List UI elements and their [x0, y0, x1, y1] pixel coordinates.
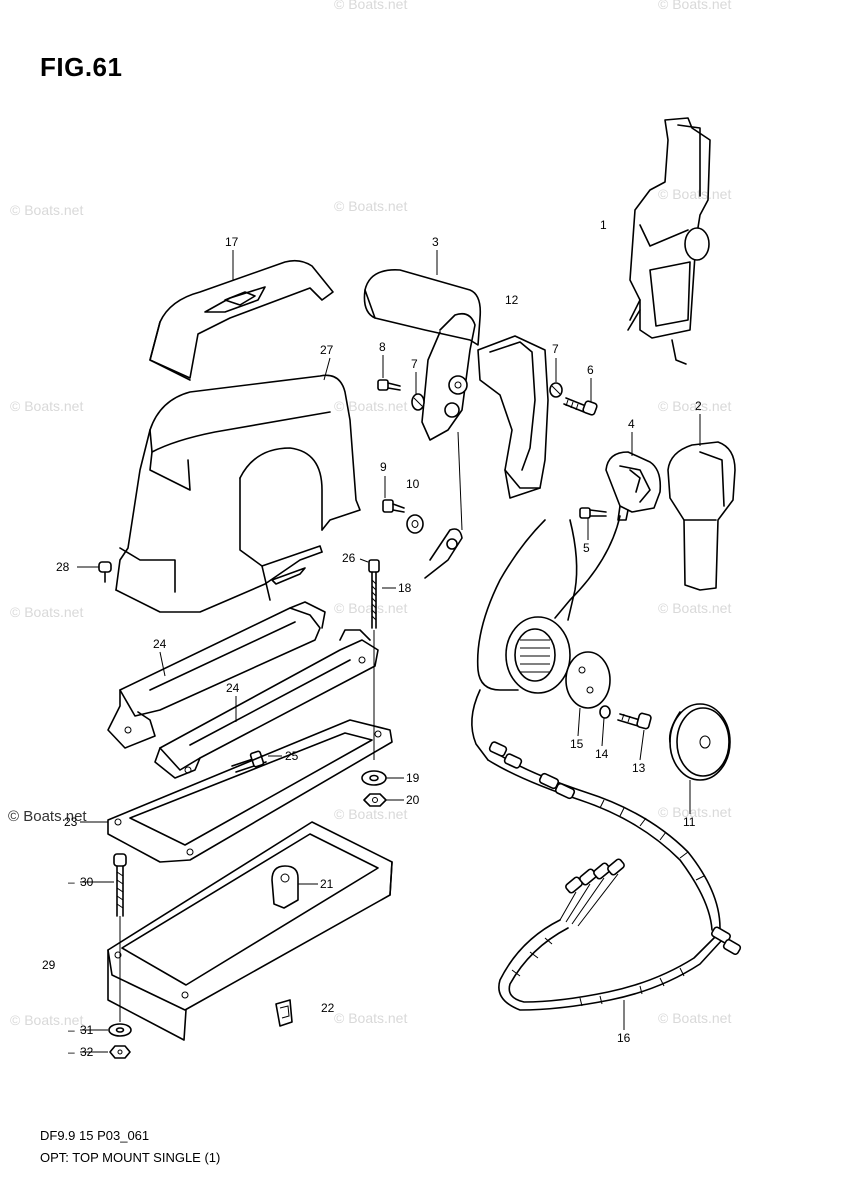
part-17-top-cover	[149, 259, 334, 381]
watermark: © Boats.net	[334, 806, 408, 822]
part-32-nut	[109, 1045, 131, 1059]
watermark: © Boats.net	[10, 604, 84, 620]
part-29-mounting-frame	[107, 821, 393, 1041]
watermark: © Boats.net	[658, 398, 732, 414]
part-24-bracket-lower	[154, 629, 379, 779]
callout-3: 3	[432, 235, 439, 249]
part-3-lever	[363, 269, 482, 441]
part-24-bracket-upper	[107, 601, 326, 749]
part-linkage	[424, 431, 463, 579]
callout-25: 25	[285, 749, 299, 763]
callout-27: 27	[320, 343, 334, 357]
part-5-screw	[579, 507, 607, 519]
part-9-screw	[382, 499, 405, 513]
callout-16: 16	[617, 1031, 631, 1045]
part-13-screw	[617, 712, 652, 730]
part-19-washer	[361, 770, 387, 786]
part-10-washer	[406, 514, 424, 534]
callout-11: 11	[683, 815, 696, 829]
callout-28: 28	[56, 560, 70, 574]
part-11-knob	[668, 703, 731, 781]
callout-29: 29	[42, 958, 56, 972]
watermark: © Boats.net	[658, 1010, 732, 1026]
callout-13: 13	[632, 761, 646, 775]
callout-32: 32	[80, 1045, 94, 1059]
watermark: © Boats.net	[10, 398, 84, 414]
callout-22: 22	[321, 1001, 335, 1015]
callout-5: 5	[583, 541, 590, 555]
watermark: © Boats.net	[658, 804, 732, 820]
figure-title: FIG.61	[40, 52, 123, 82]
callout-30: 30	[80, 875, 94, 889]
callout-26: 26	[342, 551, 356, 565]
callout-15: 15	[570, 737, 584, 751]
part-27-housing	[115, 374, 361, 613]
callout-4: 4	[628, 417, 635, 431]
watermark: © Boats.net	[10, 1012, 84, 1028]
callout-2: 2	[695, 399, 702, 413]
leader-lines	[77, 250, 701, 1053]
caption-model: DF9.9 15 P03_061	[40, 1128, 150, 1143]
part-23-base-plate	[107, 719, 393, 863]
callout-14: 14	[595, 747, 609, 761]
callout-20: 20	[406, 793, 420, 807]
watermark: © Boats.net	[10, 202, 84, 218]
callout-24-lower: 24	[226, 681, 240, 695]
callout-31: 31	[80, 1023, 94, 1037]
part-2-handle-grip	[667, 441, 736, 591]
callout-19: 19	[406, 771, 420, 785]
part-22-clip	[275, 999, 293, 1027]
callout-12: 12	[505, 293, 519, 307]
dash-30: –	[68, 875, 75, 889]
callout-21: 21	[320, 877, 334, 891]
callout-6: 6	[587, 363, 594, 377]
part-7-washer-left	[411, 393, 425, 411]
watermark: © Boats.net	[658, 600, 732, 616]
part-16-wiring-harness	[487, 741, 742, 1011]
part-4-switch	[605, 451, 662, 521]
part-30-long-bolt	[113, 853, 127, 1022]
watermark: © Boats.net	[334, 198, 408, 214]
callout-7-left: 7	[411, 357, 418, 371]
watermark: © Boats.net	[658, 186, 732, 202]
watermark: © Boats.net	[334, 1010, 408, 1026]
callout-18: 18	[398, 581, 412, 595]
watermark: © Boats.net	[334, 600, 408, 616]
part-14-washer	[599, 705, 611, 719]
part-31-washer	[108, 1023, 132, 1037]
part-8-screw	[377, 379, 401, 391]
dash-31: –	[68, 1023, 75, 1037]
part-21-clip	[271, 865, 299, 909]
part-6-bolt	[563, 397, 598, 416]
callout-24-upper: 24	[153, 637, 167, 651]
callout-23: 23	[64, 815, 78, 829]
part-12-shift-plate	[477, 335, 549, 499]
part-arm-and-harness	[471, 515, 621, 761]
part-1-remote-control	[627, 117, 711, 365]
part-18-long-screw	[368, 559, 380, 760]
part-7-washer-right	[549, 382, 563, 398]
caption-description: OPT: TOP MOUNT SINGLE (1)	[40, 1150, 221, 1165]
callout-7-right: 7	[552, 342, 559, 356]
watermark: © Boats.net	[334, 398, 408, 414]
callout-8: 8	[379, 340, 386, 354]
callout-10: 10	[406, 477, 420, 491]
callout-1: 1	[600, 218, 607, 232]
callout-9: 9	[380, 460, 387, 474]
dash-32: –	[68, 1045, 75, 1059]
watermark: © Boats.net	[658, 0, 732, 12]
watermark: © Boats.net	[334, 0, 408, 12]
callout-17: 17	[225, 235, 239, 249]
part-15-plate	[565, 651, 611, 709]
part-20-nut	[363, 793, 387, 807]
part-28-screw	[98, 561, 112, 583]
watermark-prominent: © Boats.net	[8, 808, 87, 825]
